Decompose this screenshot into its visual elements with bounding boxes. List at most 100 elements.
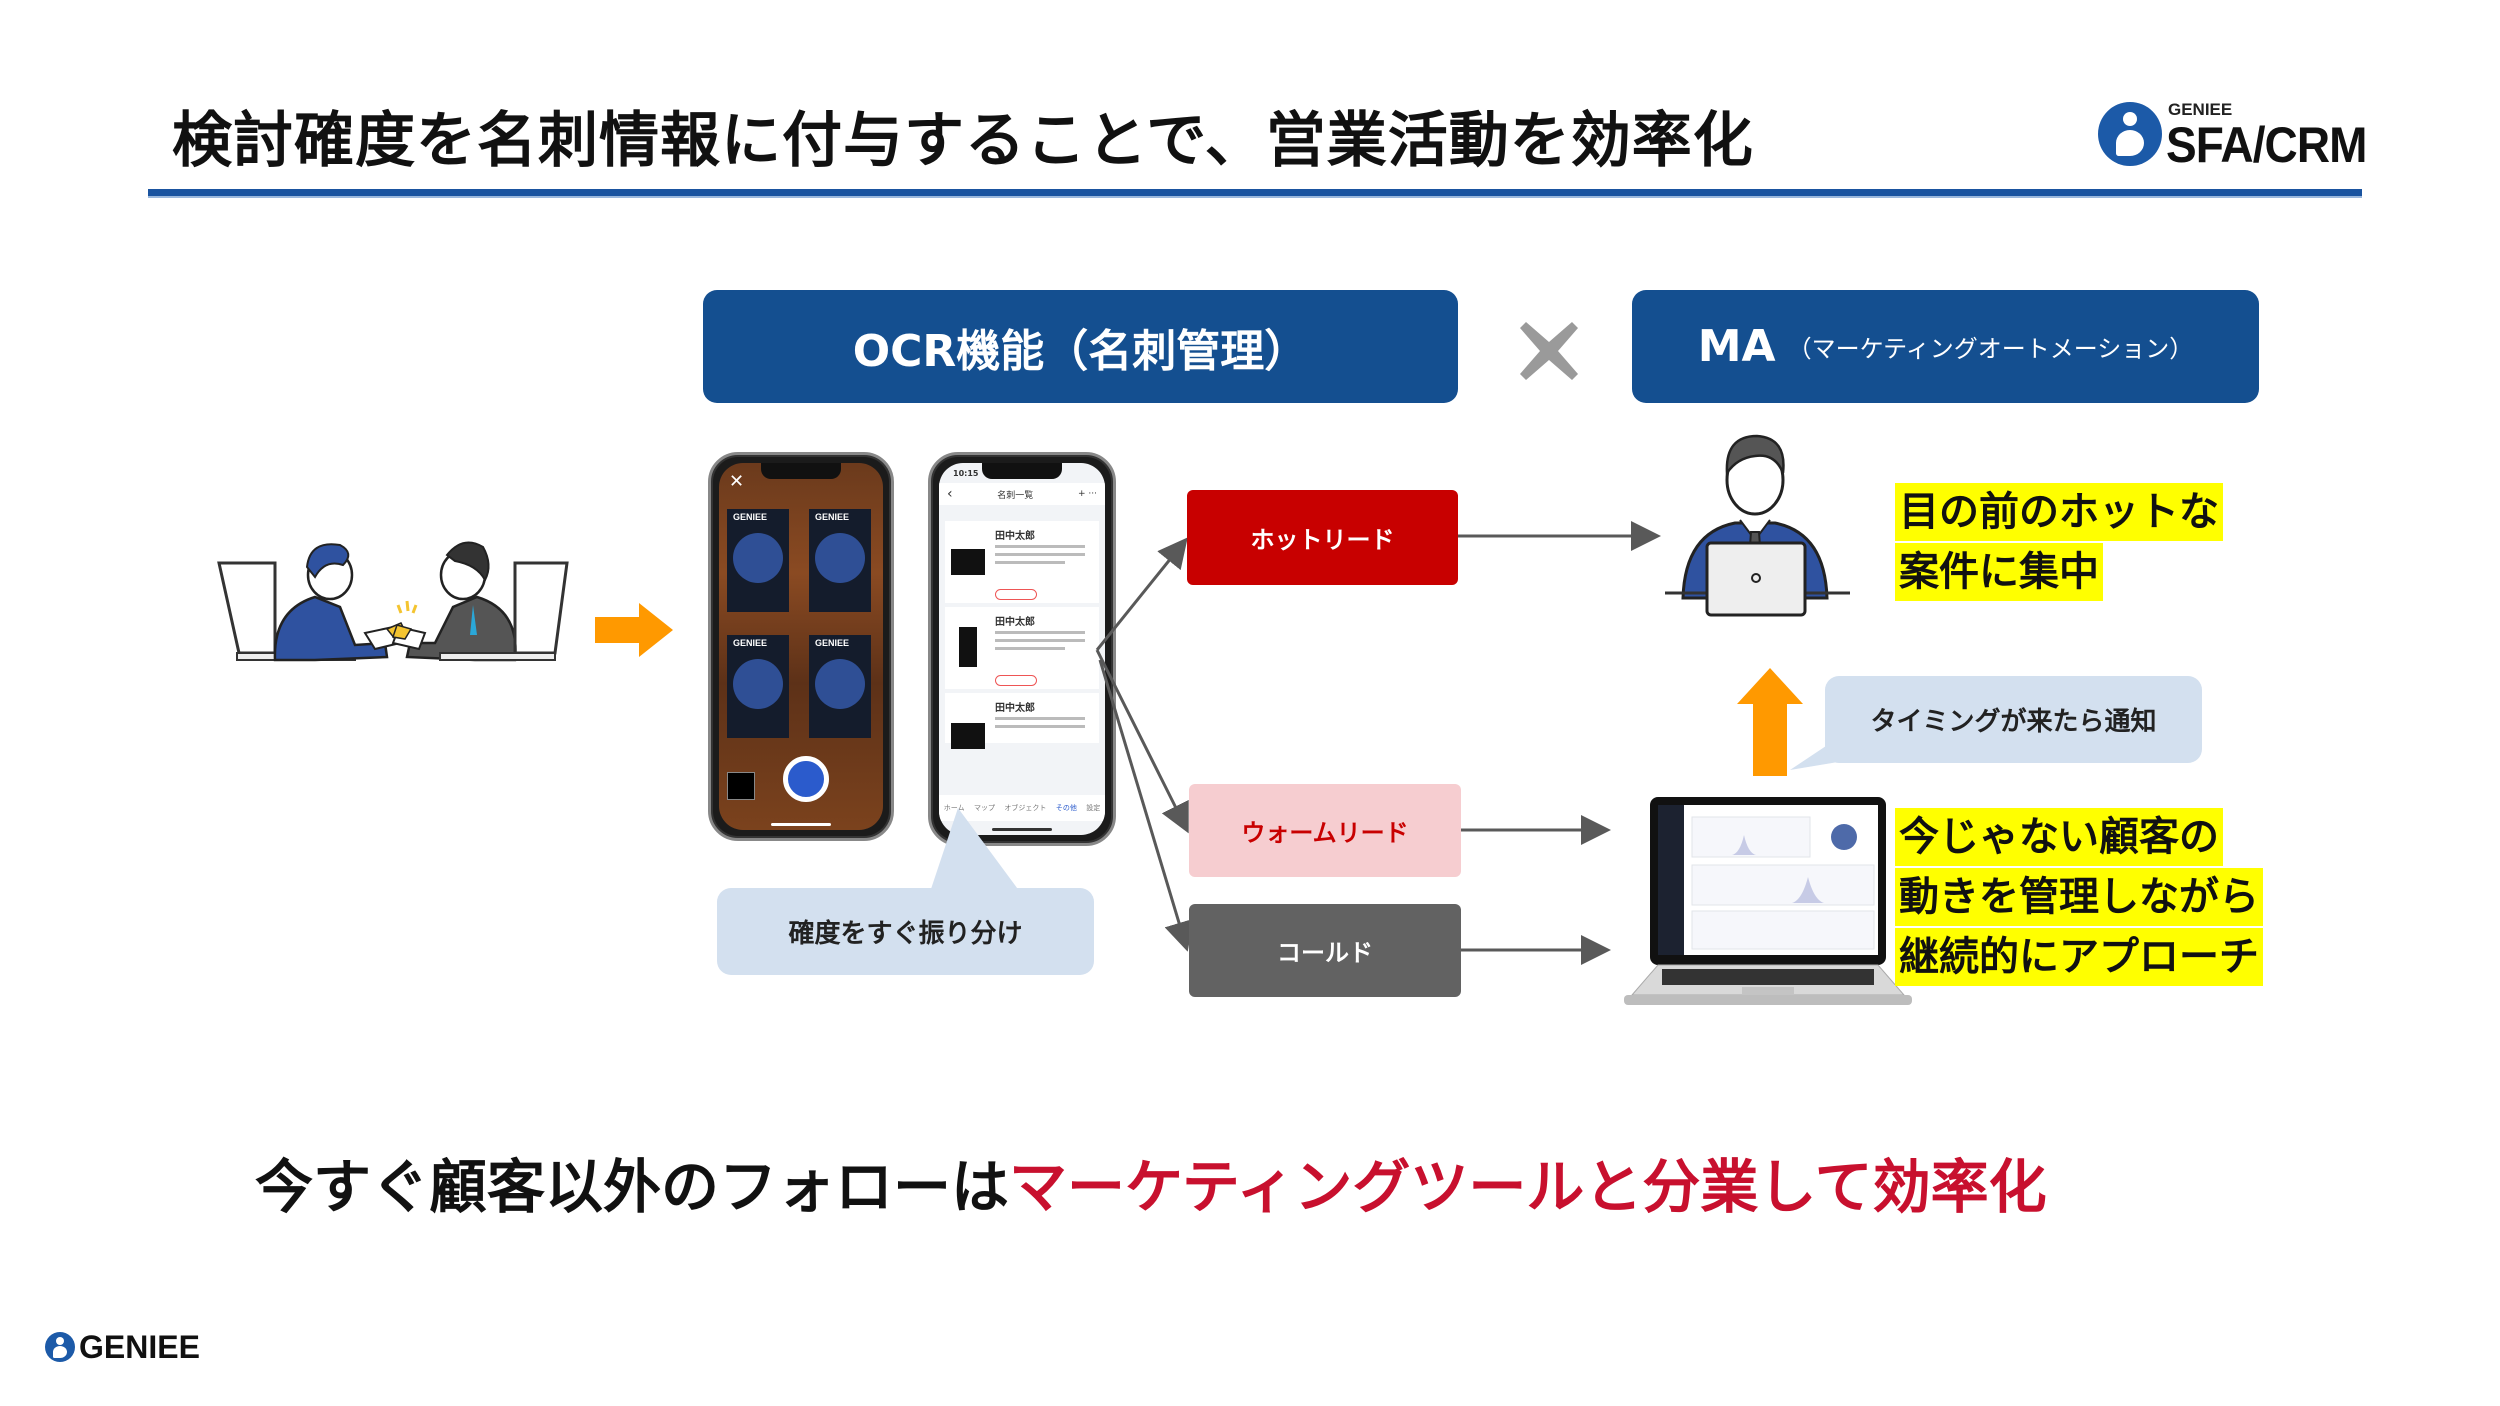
right-person-suit	[405, 595, 517, 662]
detail-line	[995, 647, 1065, 650]
warm-lead-box: ウォームリード	[1189, 784, 1461, 877]
detail-line	[995, 725, 1085, 728]
nurture-outcome-line: 今じゃない顧客の	[1895, 808, 2223, 866]
back-icon[interactable]: ‹	[947, 486, 953, 502]
tab-other[interactable]: その他	[1055, 804, 1077, 812]
list-navbar: ‹ 名刺一覧 + ···	[939, 483, 1105, 505]
close-icon[interactable]: ✕	[729, 471, 745, 492]
right-person-hair	[445, 541, 490, 583]
card-brand: GENIEE	[733, 512, 768, 522]
sort-callout: 確度をすぐ振り分け	[717, 888, 1094, 975]
camera-screen: ✕ GENIEE GENIEE GENIEE GENIEE	[719, 463, 883, 830]
business-card-exchange-illustration	[217, 541, 569, 662]
list-item[interactable]: 田中太郎	[945, 693, 1099, 749]
left-person-hair	[305, 543, 350, 579]
logo-product: SFA/CRM	[2166, 117, 2367, 173]
right-laptop-frame	[513, 561, 569, 655]
geniee-logo-icon	[2098, 102, 2162, 166]
detail-line	[995, 545, 1085, 548]
phone-camera-scan: ✕ GENIEE GENIEE GENIEE GENIEE	[708, 452, 894, 841]
cold-lead-box: コールド	[1189, 904, 1461, 997]
warm-lead-label: ウォームリード	[1241, 819, 1409, 847]
card-brand: GENIEE	[815, 638, 850, 648]
tab-settings[interactable]: 設定	[1086, 804, 1101, 812]
detail-line	[995, 717, 1085, 720]
page-title: 検討確度を名刺情報に付与することで、営業活動を効率化	[172, 106, 1754, 176]
ocr-section-header: OCR機能（名刺管理）	[703, 290, 1458, 403]
dashboard-sidebar	[1658, 805, 1684, 955]
hot-lead-label: ホットリード	[1250, 526, 1395, 554]
ma-section-header: MA （マーケティングオートメーション）	[1632, 290, 2259, 403]
ocr-label: OCR機能（名刺管理）	[852, 325, 1309, 377]
hot-outcome-text: 目の前のホットな 案件に集中	[1895, 483, 2223, 603]
status-time: 10:15	[953, 469, 979, 478]
sort-callout-text: 確度をすぐ振り分け	[788, 919, 1023, 949]
detail-line	[995, 553, 1085, 556]
home-indicator	[771, 823, 831, 826]
cold-lead-label: コールド	[1277, 939, 1373, 967]
multiply-icon	[1520, 322, 1578, 380]
shutter-button[interactable]	[783, 756, 829, 802]
hot-outcome-line: 案件に集中	[1895, 543, 2103, 601]
card-focus-circle	[815, 659, 865, 709]
list-item[interactable]: 田中太郎	[945, 607, 1099, 689]
list-item[interactable]: 田中太郎	[945, 521, 1099, 603]
contact-name: 田中太郎	[995, 703, 1035, 714]
scanned-card: GENIEE	[809, 635, 871, 738]
tab-home[interactable]: ホーム	[943, 804, 965, 812]
timing-callout-text: タイミングが来たら通知	[1870, 707, 2157, 737]
title-divider	[148, 189, 2362, 198]
salesperson-hair	[1725, 434, 1785, 477]
left-laptop-frame	[217, 561, 277, 655]
salesperson-illustration	[1665, 434, 1850, 617]
geniee-logo-icon	[45, 1332, 75, 1362]
card-brand: GENIEE	[815, 512, 850, 522]
callout-pointer	[930, 808, 1020, 892]
scanned-card: GENIEE	[809, 509, 871, 612]
phone-notch	[761, 463, 841, 479]
phone-card-list: 10:15 ‹ 名刺一覧 + ··· 田中太郎 田中太郎 田中太郎	[928, 452, 1116, 846]
summary-message: 今すぐ顧客以外のフォローはマーケティングツールと分業して効率化	[255, 1140, 2047, 1224]
card-focus-circle	[733, 533, 783, 583]
left-person-suit	[273, 595, 389, 662]
orange-up-arrow-icon	[1737, 668, 1803, 776]
status-tag	[995, 675, 1037, 686]
ma-label: MA	[1697, 321, 1776, 372]
footer-logo-word: GENIEE	[79, 1328, 200, 1365]
tab-map[interactable]: マップ	[973, 804, 995, 812]
summary-black: 今すぐ顧客以外のフォローは	[255, 1153, 1010, 1221]
hot-outcome-line: 目の前のホットな	[1895, 483, 2223, 541]
card-focus-circle	[733, 659, 783, 709]
logo-company: GENIEE	[2168, 100, 2233, 119]
contact-name: 田中太郎	[995, 531, 1035, 542]
card-thumbnail	[951, 549, 985, 575]
orange-right-arrow-icon	[595, 603, 673, 657]
dashboard-pie	[1831, 824, 1857, 850]
hot-lead-box: ホットリード	[1187, 490, 1458, 585]
ma-dashboard-laptop	[1624, 797, 1912, 1005]
scanned-card: GENIEE	[727, 509, 789, 612]
card-thumbnail	[959, 627, 977, 667]
status-tag	[995, 589, 1037, 600]
list-actions[interactable]: + ···	[1078, 489, 1097, 499]
tab-object[interactable]: オブジェクト	[1004, 804, 1047, 812]
timing-callout: タイミングが来たら通知	[1825, 676, 2202, 763]
contact-name: 田中太郎	[995, 617, 1035, 628]
card-thumbnail	[951, 723, 985, 749]
last-capture-thumbnail[interactable]	[727, 772, 755, 800]
card-list-screen: 10:15 ‹ 名刺一覧 + ··· 田中太郎 田中太郎 田中太郎	[939, 463, 1105, 835]
nurture-outcome-line: 継続的にアプローチ	[1895, 928, 2263, 986]
detail-line	[995, 639, 1085, 642]
chart-peak	[1732, 835, 1756, 855]
card-brand: GENIEE	[733, 638, 768, 648]
bottom-tab-bar: ホーム マップ オブジェクト その他 設定	[939, 795, 1105, 821]
nurture-outcome-text: 今じゃない顧客の 動きを管理しながら 継続的にアプローチ	[1895, 808, 2263, 988]
nurture-outcome-line: 動きを管理しながら	[1895, 868, 2263, 926]
detail-line	[995, 561, 1065, 564]
scanned-card: GENIEE	[727, 635, 789, 738]
detail-line	[995, 631, 1085, 634]
card-focus-circle	[815, 533, 865, 583]
phone-notch	[982, 463, 1062, 479]
home-indicator	[992, 828, 1052, 831]
right-business-card	[392, 624, 413, 640]
